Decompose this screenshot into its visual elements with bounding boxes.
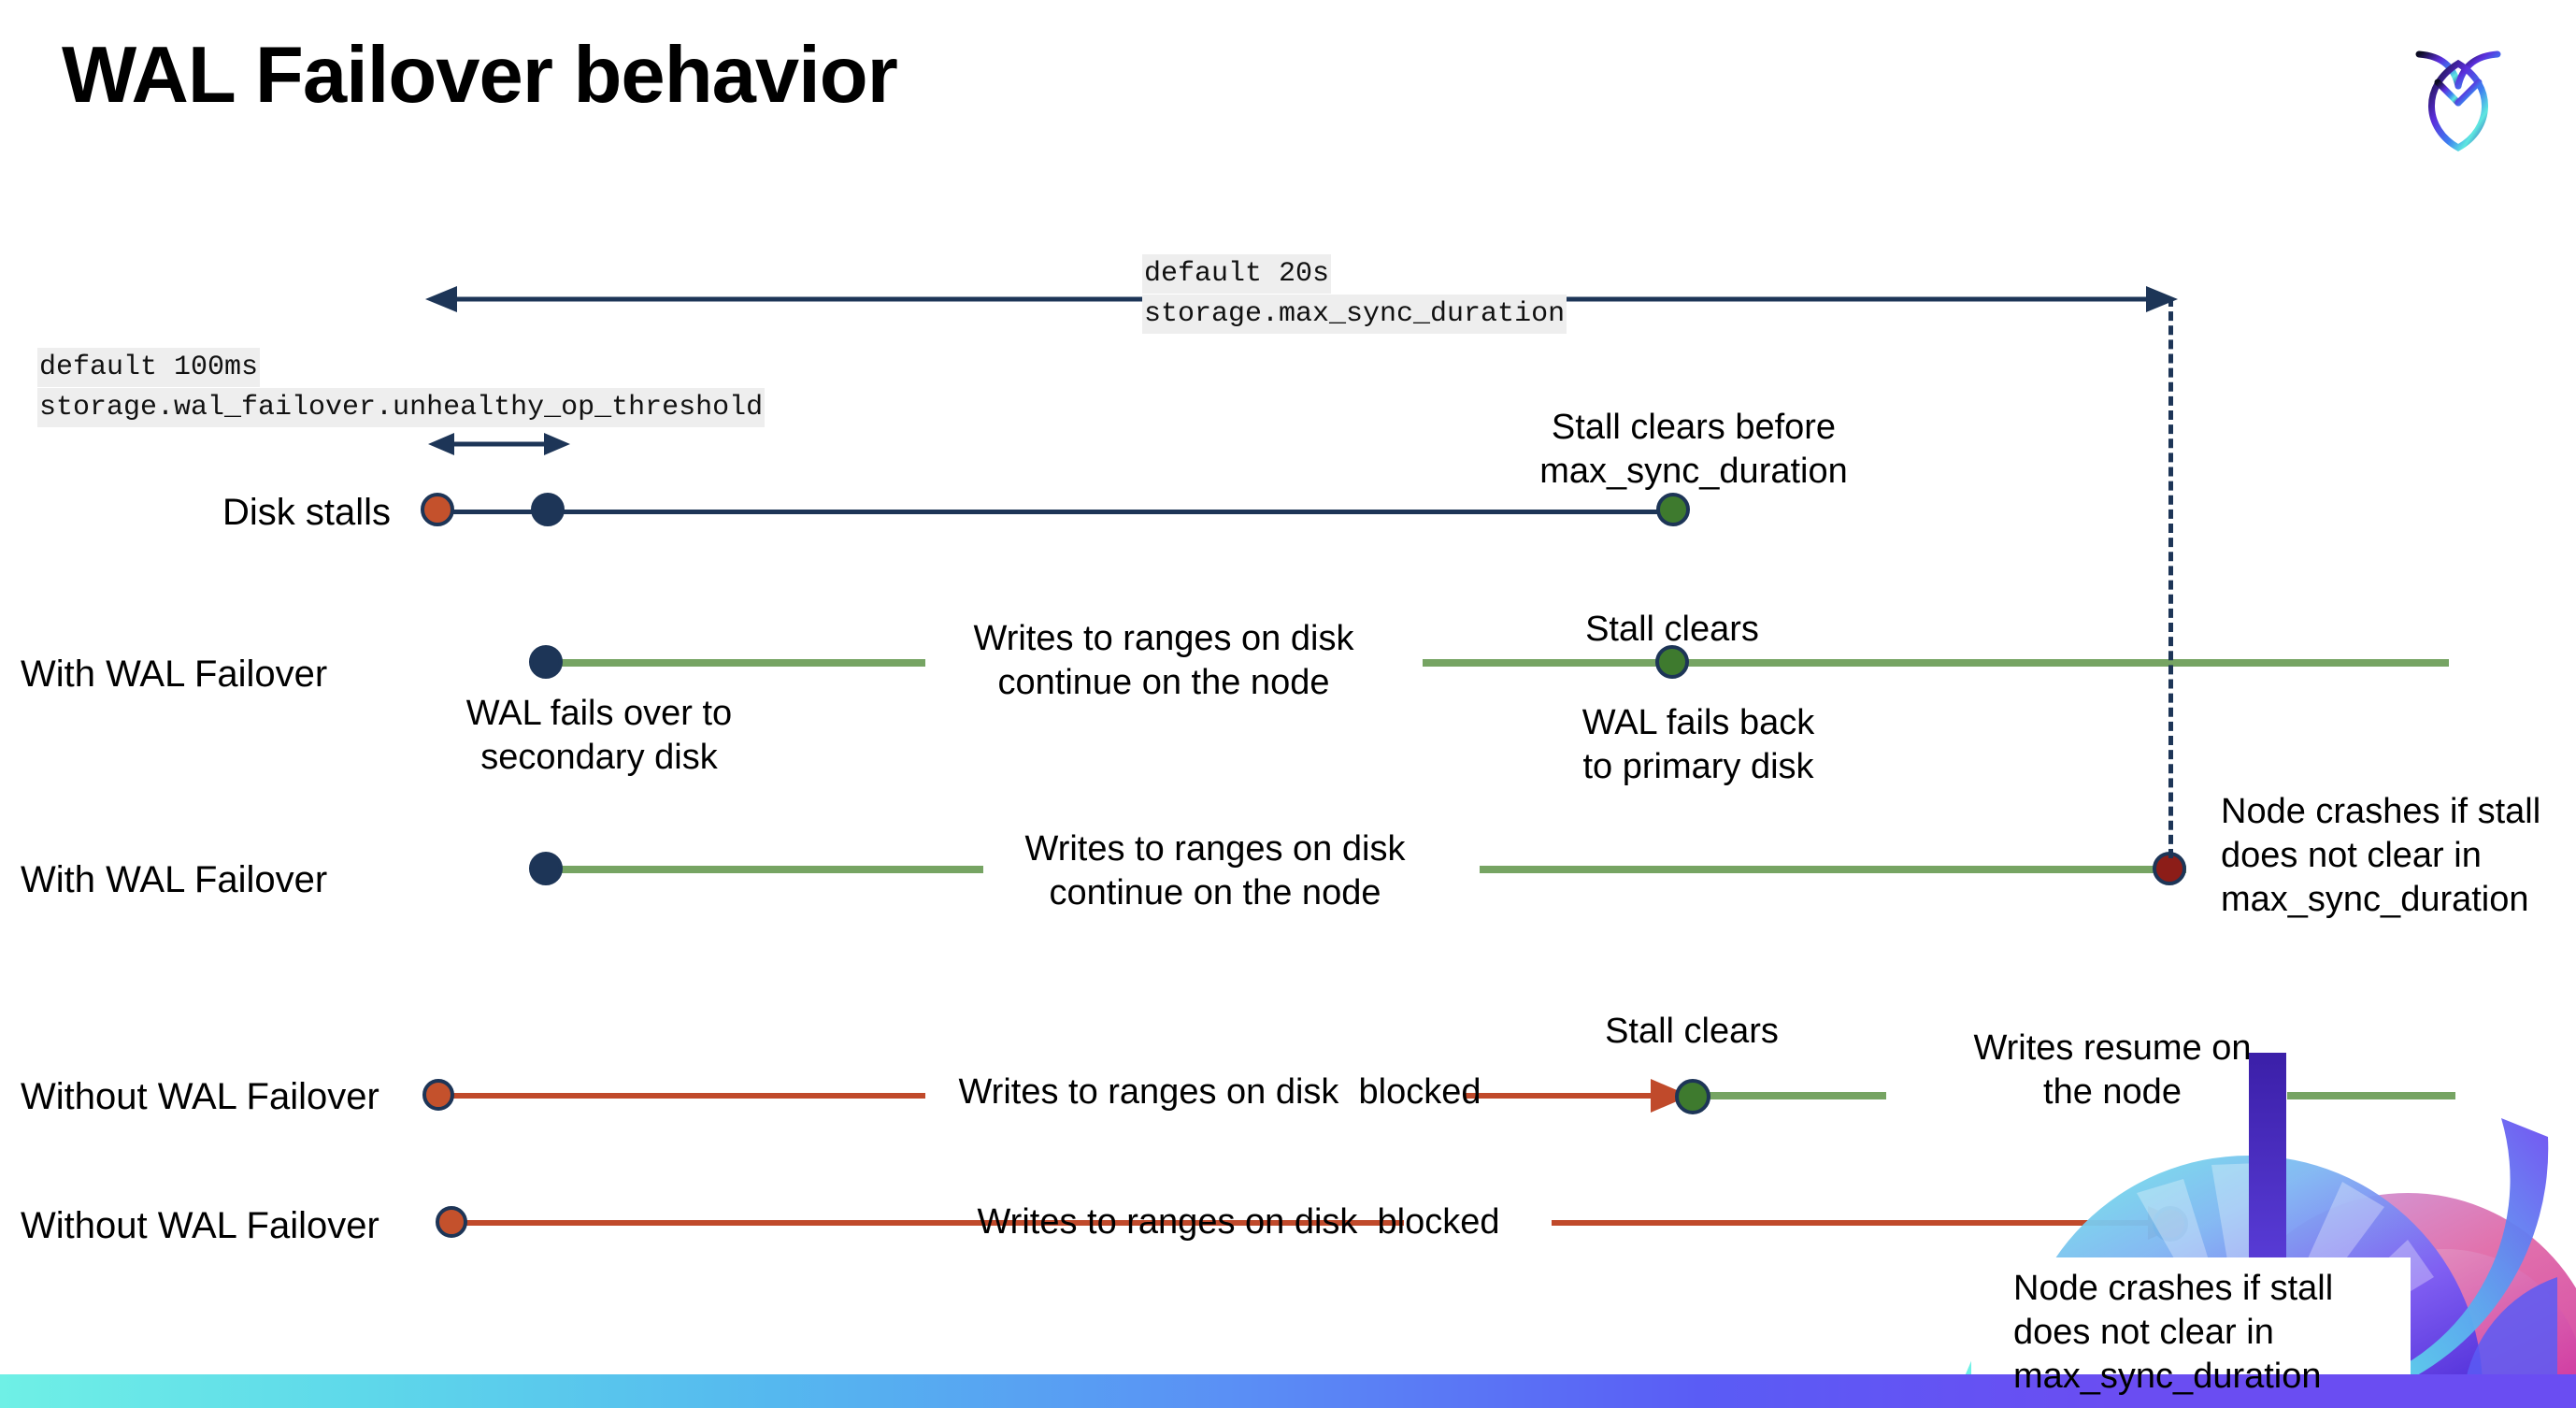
bottom-gradient-band [0, 1374, 2576, 1408]
max-sync-duration-dropline [2168, 297, 2173, 858]
row-label-without-wal-failover-1: Without WAL Failover [21, 1076, 379, 1117]
row-label-disk-stalls: Disk stalls [222, 492, 392, 533]
wal-fails-back-note: WAL fails back to primary disk [1581, 703, 1815, 786]
cockroachdb-logo-icon [2393, 28, 2524, 159]
unhealthy-op-threshold-arrow [428, 433, 570, 455]
disk-stall-start-dot [421, 493, 454, 526]
node-crash-note-1: Node crashes if stall does not clear in … [2221, 792, 2541, 919]
with-failover-2-timeline-left [544, 866, 983, 873]
writes-resume-note: Writes resume on the node [1973, 1028, 2252, 1112]
without-failover-1-resume-line-far [2287, 1092, 2455, 1099]
stall-clears-note-2: Stall clears [1605, 1012, 1779, 1051]
node-crash-dot-2 [2153, 1206, 2188, 1242]
stall-clears-before-note: Stall clears before max_sync_duration [1539, 408, 1848, 491]
without-failover-1-resume-line [1707, 1092, 1886, 1099]
wal-fails-over-note: WAL fails over to secondary disk [465, 694, 733, 777]
unhealthy-name-chip: storage.wal_failover.unhealthy_op_thresh… [37, 388, 766, 427]
row-label-without-wal-failover-2: Without WAL Failover [21, 1205, 379, 1246]
max-sync-default-chip: default 20s [1142, 254, 1332, 294]
with-failover-2-timeline-right [1480, 866, 2186, 873]
wal-failover-2-start-dot [529, 852, 563, 885]
page-title: WAL Failover behavior [62, 31, 898, 120]
without-failover-1-blocked-arrow [447, 1079, 1690, 1113]
disk-stalls-timeline [439, 510, 1675, 514]
wal-failover-1-clear-dot [1655, 645, 1689, 679]
unhealthy-default-chip: default 100ms [37, 348, 261, 387]
disk-stall-clear-dot [1656, 493, 1690, 526]
row-label-with-wal-failover-1: With WAL Failover [21, 654, 328, 695]
without-failover-1-clear-dot [1675, 1079, 1710, 1114]
stall-clears-note-1: Stall clears [1585, 610, 1759, 649]
wal-failover-trigger-dot [531, 493, 565, 526]
without-failover-1-start-dot [422, 1079, 454, 1111]
writes-blocked-note-2: Writes to ranges on disk blocked [977, 1202, 1500, 1242]
writes-continue-note-2: Writes to ranges on disk continue on the… [1024, 829, 1406, 912]
with-failover-1-timeline-right [1423, 659, 2449, 667]
wal-failover-1-start-dot [529, 645, 563, 679]
max-sync-name-chip: storage.max_sync_duration [1142, 295, 1567, 334]
writes-continue-note-1: Writes to ranges on disk continue on the… [973, 619, 1354, 702]
without-failover-2-start-dot [436, 1206, 467, 1238]
node-crash-note-2: Node crashes if stall does not clear in … [2013, 1269, 2334, 1396]
writes-blocked-note-1: Writes to ranges on disk blocked [958, 1072, 1481, 1112]
row-label-with-wal-failover-2: With WAL Failover [21, 859, 328, 900]
with-failover-1-timeline-left [544, 659, 925, 667]
